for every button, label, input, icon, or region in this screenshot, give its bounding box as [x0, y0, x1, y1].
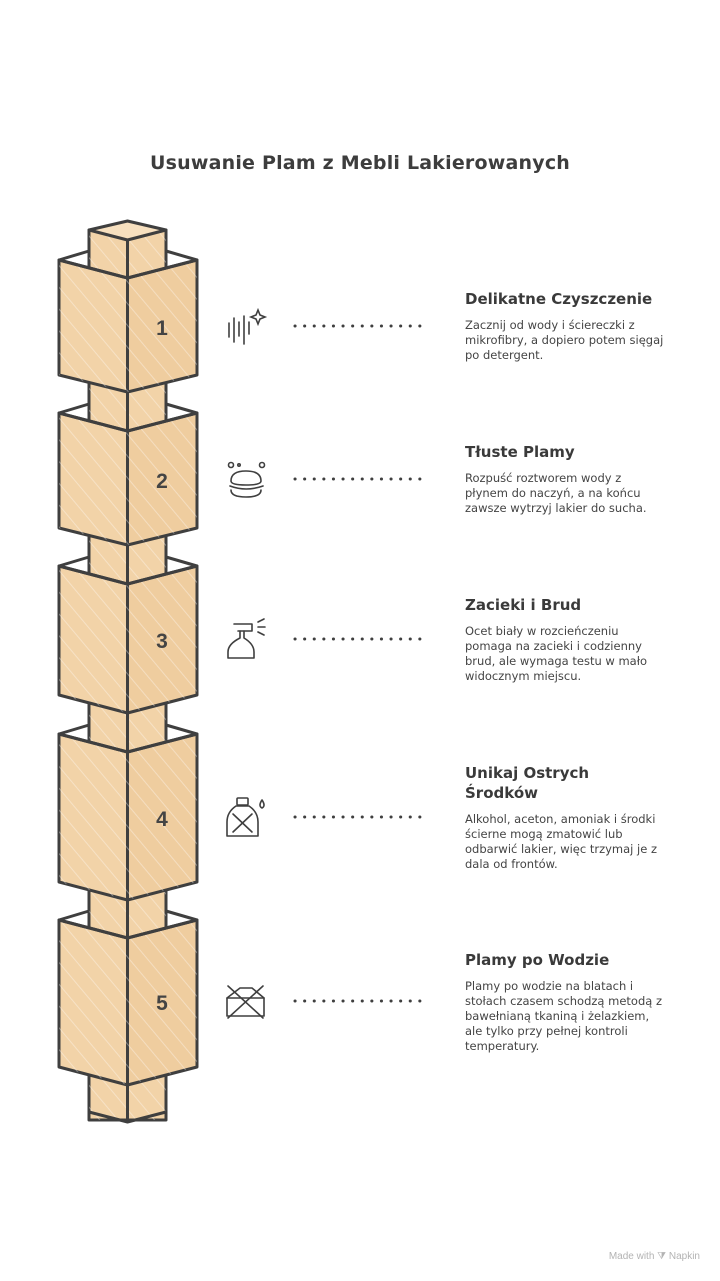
step-1-description: Zacznij od wody i ściereczki z mikrofibr… — [465, 318, 664, 362]
step-3-text: Zacieki i Brud Ocet biały w rozcieńczeni… — [465, 595, 665, 684]
step-number-2: 2 — [156, 470, 168, 493]
step-number-3: 3 — [156, 630, 168, 653]
step-number-1: 1 — [156, 317, 168, 340]
step-4-text: Unikaj Ostrych Środków Alkohol, aceton, … — [465, 763, 665, 872]
stack-box-5 — [57, 909, 199, 1087]
step-2-description: Rozpuść roztworem wody z płynem do naczy… — [465, 471, 647, 515]
soap-bubbles-icon — [227, 461, 266, 498]
no-chemicals-icon — [226, 797, 265, 837]
stack-box-2 — [57, 402, 199, 547]
step-1-text: Delikatne Czyszczenie Zacznij od wody i … — [465, 289, 665, 363]
step-3-description: Ocet biały w rozcieńczeniu pomaga na zac… — [465, 624, 648, 683]
sparkle-cleaning-icon — [228, 307, 268, 345]
step-5-title: Plamy po Wodzie — [465, 951, 610, 969]
page-title: Usuwanie Plam z Mebli Lakierowanych — [149, 152, 571, 174]
made-with-napkin-footer: Made with ⧩ Napkin — [608, 1251, 700, 1262]
stack-box-4 — [57, 723, 199, 902]
spray-bottle-icon — [227, 618, 266, 659]
step-1-title: Delikatne Czyszczenie — [465, 290, 653, 308]
step-4-title: Unikaj Ostrych Środków — [465, 764, 590, 802]
stack-box-3 — [57, 555, 199, 715]
step-number-5: 5 — [156, 992, 168, 1015]
column-bottom-end — [88, 1110, 167, 1124]
no-ironing-icon — [226, 985, 265, 1019]
step-5-text: Plamy po Wodzie Plamy po wodzie na blata… — [465, 950, 665, 1054]
step-2-text: Tłuste Plamy Rozpuść roztworem wody z pł… — [465, 442, 665, 516]
step-5-description: Plamy po wodzie na blatach i stołach cza… — [465, 979, 662, 1053]
stack-box-1 — [57, 249, 199, 394]
step-4-description: Alkohol, aceton, amoniak i środki ściern… — [465, 812, 657, 871]
column-top-cap — [87, 219, 168, 242]
step-number-4: 4 — [156, 808, 168, 831]
step-2-title: Tłuste Plamy — [465, 443, 575, 461]
step-3-title: Zacieki i Brud — [465, 596, 582, 614]
